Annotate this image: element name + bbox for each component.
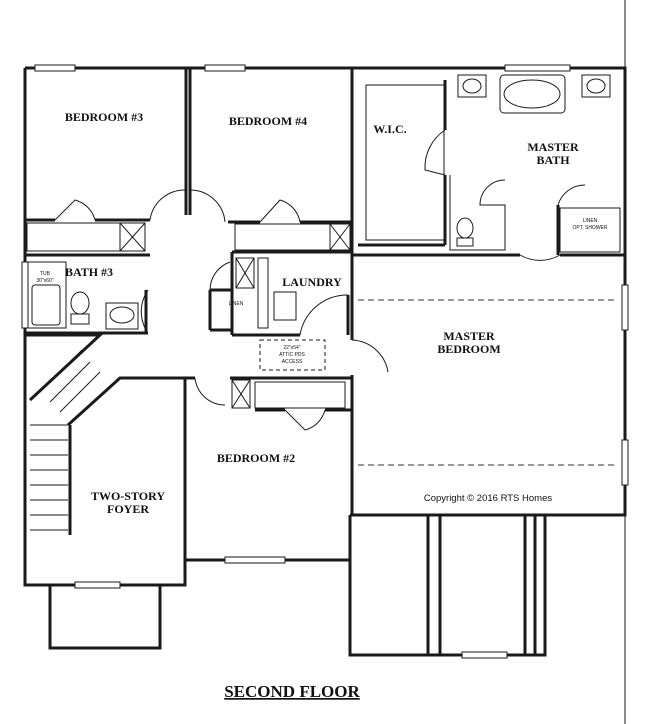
master-bath-label-line2: BATH — [536, 153, 570, 167]
linen-shower-label-line1: LINEN — [583, 218, 598, 224]
copyright-text: Copyright © 2016 RTS Homes — [424, 493, 553, 504]
fixtures — [31, 74, 611, 330]
master-bath-label-line1: MASTER — [527, 140, 579, 154]
bedroom4-label: BEDROOM #4 — [229, 114, 307, 128]
attic-label-line2: ATTIC PDS — [279, 352, 305, 358]
linen-label: LINEN — [229, 301, 244, 307]
bedroom3-label: BEDROOM #3 — [65, 110, 143, 124]
wic-label: W.I.C. — [373, 122, 406, 136]
doors — [54, 129, 586, 431]
attic-label-line1: 22"x54" — [283, 345, 300, 351]
tub-label-line2: 30"x60" — [36, 278, 53, 284]
linen-shower-label-line2: OPT. SHOWER — [572, 225, 607, 231]
exterior-walls — [23, 66, 627, 657]
laundry-label: LAUNDRY — [282, 275, 342, 289]
master-bedroom-label-line2: BEDROOM — [437, 342, 500, 356]
bedroom2-label: BEDROOM #2 — [217, 451, 295, 465]
interior-walls — [25, 68, 625, 655]
attic-label-line3: ACCESS — [282, 359, 303, 365]
stairs — [25, 333, 185, 535]
foyer-label-line1: TWO-STORY — [91, 489, 165, 503]
room-labels: BEDROOM #3 BEDROOM #4 W.I.C. MASTER BATH… — [65, 110, 579, 516]
foyer-label-line2: FOYER — [107, 502, 149, 516]
fixture-labels: TUB 30"x60" LINEN LINEN OPT. SHOWER 22"x… — [36, 218, 607, 365]
windows — [21, 64, 629, 659]
tub-label-line1: TUB — [40, 271, 51, 277]
bath3-label: BATH #3 — [65, 265, 113, 279]
master-bedroom-label-line1: MASTER — [443, 329, 495, 343]
floor-title: SECOND FLOOR — [224, 682, 360, 701]
